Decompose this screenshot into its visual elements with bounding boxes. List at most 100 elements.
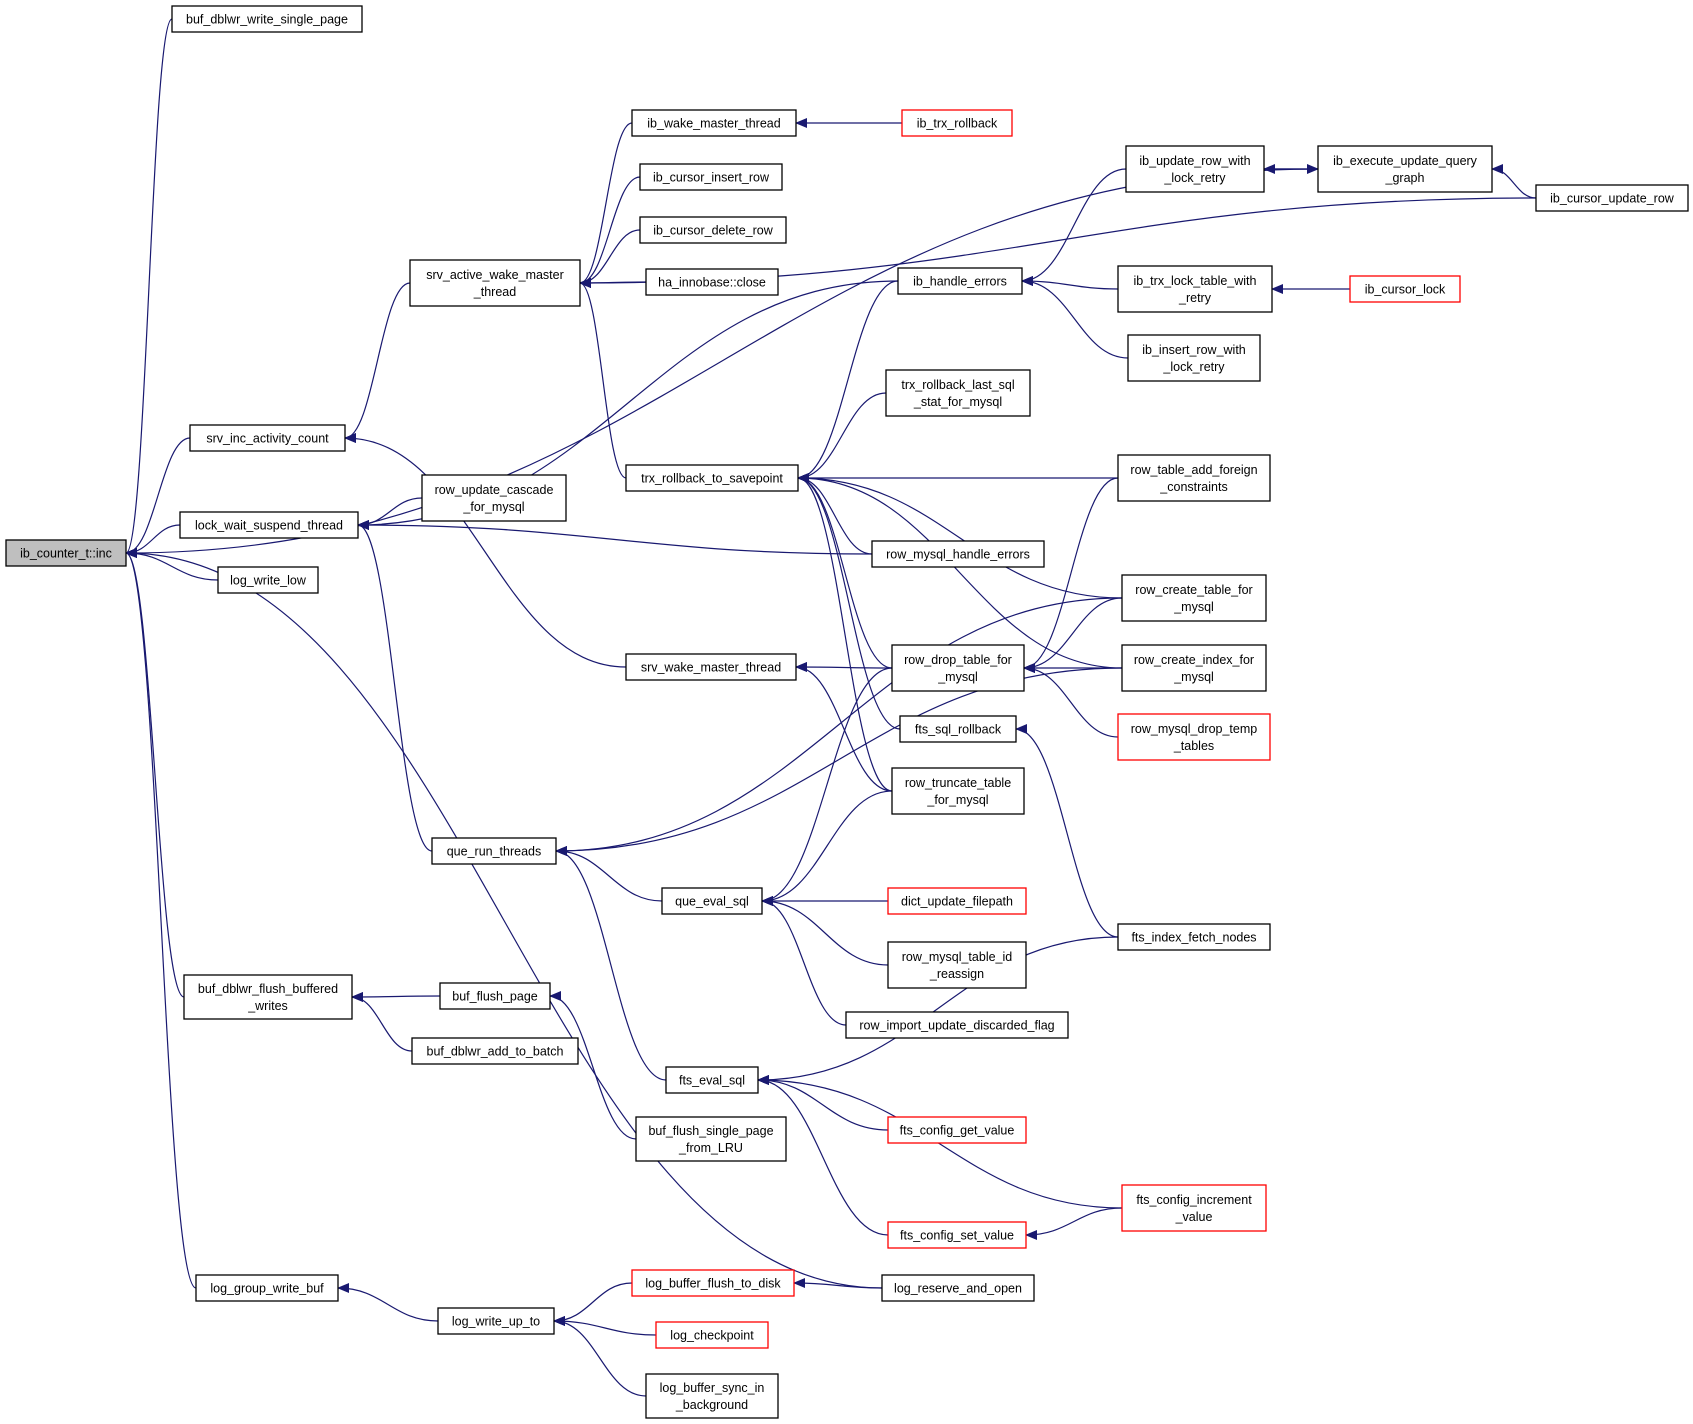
node-box <box>1121 644 1267 692</box>
node-label: ib_cursor_delete_row <box>653 224 773 238</box>
edge-row_mysql_drop_temp_tables-to-row_drop_table_for_mysql <box>1023 663 1119 738</box>
node-ib_trx_lock_table_with_retry[interactable]: ib_trx_lock_table_with_retry <box>1117 265 1273 313</box>
node-ib_update_row_with_lock_retry[interactable]: ib_update_row_with_lock_retry <box>1125 145 1265 193</box>
node-ib_wake_master_thread[interactable]: ib_wake_master_thread <box>631 109 797 137</box>
node-srv_active_wake_master_thread[interactable]: srv_active_wake_master_thread <box>409 259 581 307</box>
node-row_create_table_for_mysql[interactable]: row_create_table_for_mysql <box>1121 574 1267 622</box>
node-que_run_threads[interactable]: que_run_threads <box>431 837 557 865</box>
node-que_eval_sql[interactable]: que_eval_sql <box>661 887 763 915</box>
node-box <box>1125 145 1265 193</box>
edge-buf_flush_page-to-buf_dblwr_flush_buffered_writes <box>351 991 441 1002</box>
node-row_table_add_foreign_constraints[interactable]: row_table_add_foreign_constraints <box>1117 454 1271 502</box>
node-label: ha_innobase::close <box>658 276 766 290</box>
node-row_import_update_discarded_flag[interactable]: row_import_update_discarded_flag <box>845 1011 1069 1039</box>
node-box <box>5 539 127 567</box>
node-box <box>639 216 787 244</box>
node-buf_dblwr_flush_buffered_writes[interactable]: buf_dblwr_flush_buffered_writes <box>183 974 353 1020</box>
node-label: _retry <box>1178 291 1212 305</box>
node-label: dict_update_filepath <box>901 895 1013 909</box>
node-log_reserve_and_open[interactable]: log_reserve_and_open <box>881 1274 1035 1302</box>
edge-trx_rollback_last_sql_stat_for_mysql-to-trx_rollback_to_savepoint <box>797 392 887 483</box>
node-fts_sql_rollback[interactable]: fts_sql_rollback <box>899 715 1017 743</box>
node-log_write_up_to[interactable]: log_write_up_to <box>437 1307 555 1335</box>
node-ha_innobase_close[interactable]: ha_innobase::close <box>645 268 779 296</box>
edge-ib_cursor_update_row-to-ib_execute_update_query_graph <box>1491 164 1537 199</box>
node-log_buffer_sync_in_background[interactable]: log_buffer_sync_in_background <box>645 1373 779 1419</box>
edge-row_create_index_for_mysql-to-que_run_threads <box>555 667 1123 856</box>
node-row_update_cascade_for_mysql[interactable]: row_update_cascade_for_mysql <box>421 474 567 522</box>
edge-fts_index_fetch_nodes-to-fts_sql_rollback <box>1015 724 1119 938</box>
edge-fts_config_get_value-to-fts_eval_sql <box>757 1075 889 1131</box>
node-label: ib_update_row_with <box>1139 154 1250 168</box>
node-ib_trx_rollback[interactable]: ib_trx_rollback <box>901 109 1013 137</box>
node-label: trx_rollback_last_sql <box>901 378 1014 392</box>
node-box <box>655 1321 769 1349</box>
edge-fts_config_set_value-to-fts_eval_sql <box>757 1075 889 1236</box>
node-label: buf_flush_page <box>452 990 538 1004</box>
node-trx_rollback_last_sql_stat_for_mysql[interactable]: trx_rollback_last_sql_stat_for_mysql <box>885 369 1031 417</box>
node-log_checkpoint[interactable]: log_checkpoint <box>655 1321 769 1349</box>
node-lock_wait_suspend_thread[interactable]: lock_wait_suspend_thread <box>179 511 359 539</box>
edge-fts_sql_rollback-to-trx_rollback_to_savepoint <box>797 473 901 730</box>
node-srv_wake_master_thread[interactable]: srv_wake_master_thread <box>625 653 797 681</box>
node-fts_index_fetch_nodes[interactable]: fts_index_fetch_nodes <box>1117 923 1271 951</box>
node-row_mysql_handle_errors[interactable]: row_mysql_handle_errors <box>871 540 1045 568</box>
node-label: ib_handle_errors <box>913 275 1007 289</box>
edge-log_checkpoint-to-log_write_up_to <box>553 1316 657 1336</box>
node-ib_handle_errors[interactable]: ib_handle_errors <box>897 267 1023 295</box>
node-row_drop_table_for_mysql[interactable]: row_drop_table_for_mysql <box>891 644 1025 692</box>
node-box <box>645 1373 779 1419</box>
node-label: _mysql <box>937 670 978 684</box>
edge-ib_cursor_insert_row-to-srv_active_wake_master_thread <box>579 176 641 288</box>
node-buf_flush_single_page_from_LRU[interactable]: buf_flush_single_page_from_LRU <box>635 1116 787 1162</box>
node-box <box>891 644 1025 692</box>
node-fts_config_get_value[interactable]: fts_config_get_value <box>887 1116 1027 1144</box>
node-box <box>631 109 797 137</box>
node-ib_cursor_lock[interactable]: ib_cursor_lock <box>1349 275 1461 303</box>
node-box <box>645 268 779 296</box>
node-log_group_write_buf[interactable]: log_group_write_buf <box>195 1274 339 1302</box>
edge-row_create_index_for_mysql-to-trx_rollback_to_savepoint <box>797 473 1123 669</box>
edge-fts_config_increment_value-to-fts_eval_sql <box>757 1075 1123 1209</box>
node-box <box>1117 923 1271 951</box>
node-row_create_index_for_mysql[interactable]: row_create_index_for_mysql <box>1121 644 1267 692</box>
node-ib_cursor_update_row[interactable]: ib_cursor_update_row <box>1535 184 1689 212</box>
node-buf_dblwr_write_single_page[interactable]: buf_dblwr_write_single_page <box>171 5 363 33</box>
edge-lock_wait_suspend_thread-to-ib_counter_inc <box>125 524 181 558</box>
node-row_truncate_table_for_mysql[interactable]: row_truncate_table_for_mysql <box>891 767 1025 815</box>
node-row_mysql_drop_temp_tables[interactable]: row_mysql_drop_temp_tables <box>1117 713 1271 761</box>
node-label: _for_mysql <box>926 793 988 807</box>
node-fts_config_increment_value[interactable]: fts_config_increment_value <box>1121 1184 1267 1232</box>
node-label: _from_LRU <box>678 1141 743 1155</box>
edge-ib_wake_master_thread-to-srv_active_wake_master_thread <box>579 122 633 288</box>
node-box <box>409 259 581 307</box>
node-fts_config_set_value[interactable]: fts_config_set_value <box>887 1221 1027 1249</box>
node-box <box>625 464 799 492</box>
node-log_buffer_flush_to_disk[interactable]: log_buffer_flush_to_disk <box>631 1269 795 1297</box>
node-box <box>1349 275 1461 303</box>
node-ib_execute_update_query_graph[interactable]: ib_execute_update_query_graph <box>1317 145 1493 193</box>
node-ib_cursor_delete_row[interactable]: ib_cursor_delete_row <box>639 216 787 244</box>
node-label: log_write_up_to <box>452 1315 540 1329</box>
edge-log_write_up_to-to-log_group_write_buf <box>337 1283 439 1322</box>
node-ib_cursor_insert_row[interactable]: ib_cursor_insert_row <box>639 163 783 191</box>
node-trx_rollback_to_savepoint[interactable]: trx_rollback_to_savepoint <box>625 464 799 492</box>
node-buf_flush_page[interactable]: buf_flush_page <box>439 982 551 1010</box>
node-box <box>871 540 1045 568</box>
node-row_mysql_table_id_reassign[interactable]: row_mysql_table_id_reassign <box>887 941 1027 989</box>
node-srv_inc_activity_count[interactable]: srv_inc_activity_count <box>189 424 346 452</box>
node-buf_dblwr_add_to_batch[interactable]: buf_dblwr_add_to_batch <box>411 1037 579 1065</box>
node-box <box>1121 574 1267 622</box>
node-ib_counter_inc[interactable]: ib_counter_t::inc <box>5 539 127 567</box>
node-label: _mysql <box>1173 670 1214 684</box>
node-label: _thread <box>473 285 516 299</box>
node-box <box>885 369 1031 417</box>
node-log_write_low[interactable]: log_write_low <box>217 566 319 594</box>
edge-row_mysql_handle_errors-to-trx_rollback_to_savepoint <box>797 473 873 555</box>
node-dict_update_filepath[interactable]: dict_update_filepath <box>887 887 1027 915</box>
node-label: row_mysql_handle_errors <box>886 548 1030 562</box>
edge-buf_dblwr_flush_buffered_writes-to-ib_counter_inc <box>125 548 185 998</box>
node-box <box>631 1269 795 1297</box>
node-ib_insert_row_with_lock_retry[interactable]: ib_insert_row_with_lock_retry <box>1127 334 1261 382</box>
node-fts_eval_sql[interactable]: fts_eval_sql <box>665 1066 759 1094</box>
